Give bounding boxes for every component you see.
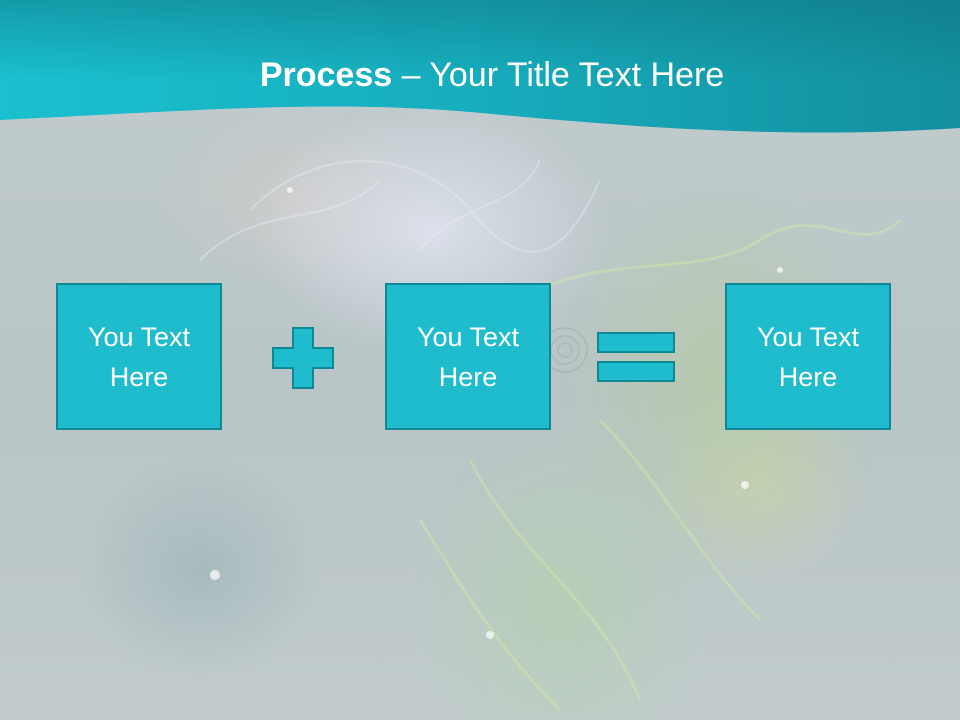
equals-icon [597,332,675,382]
process-box-2: You Text Here [385,283,551,430]
process-box-1: You Text Here [56,283,222,430]
process-box-1-text: You Text Here [87,321,191,392]
title-rest: Your Title Text Here [429,56,725,94]
plus-icon [272,327,334,389]
title-bold: Process [259,56,393,94]
process-box-3-text: You Text Here [756,321,860,392]
header-band [0,0,960,133]
process-box-3: You Text Here [725,283,891,430]
title-separator: – [392,56,430,94]
slide-title: Process – Your Title Text Here [0,54,960,96]
process-box-2-text: You Text Here [416,321,520,392]
